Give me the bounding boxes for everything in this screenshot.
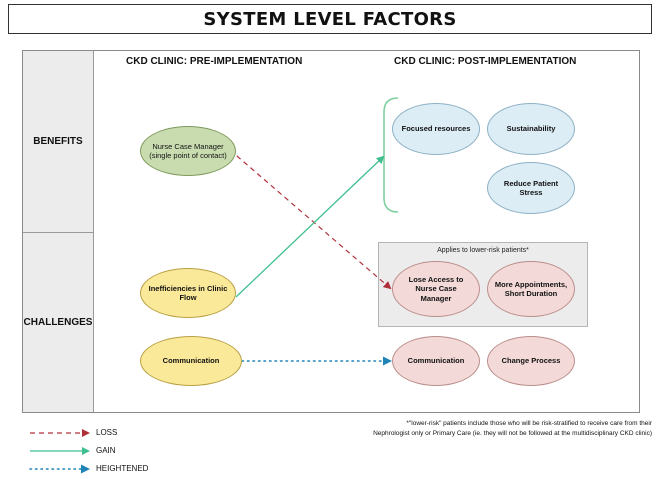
node-label: Lose Access to Nurse Case Manager bbox=[408, 274, 464, 303]
legend-heightened-label: HEIGHTENED bbox=[96, 464, 149, 473]
node-communication-post: Communication bbox=[392, 336, 480, 386]
legend-gain-label: GAIN bbox=[96, 446, 116, 455]
node-change-process: Change Process bbox=[487, 336, 575, 386]
row-header-benefits: BENEFITS bbox=[22, 50, 94, 232]
node-label: Sustainability bbox=[506, 124, 556, 134]
loss-connector bbox=[229, 149, 392, 290]
node-label: Reduce Patient Stress bbox=[503, 178, 559, 197]
node-inefficiencies-clinic-flow: Inefficiencies in Clinic Flow bbox=[140, 268, 236, 318]
node-focused-resources: Focused resources bbox=[392, 103, 480, 155]
legend-loss-label: LOSS bbox=[96, 428, 118, 437]
footnote-line-2: Nephrologist only or Primary Care (ie. t… bbox=[373, 430, 652, 438]
node-reduce-patient-stress: Reduce Patient Stress bbox=[487, 162, 575, 214]
node-more-appointments: More Appointments, Short Duration bbox=[487, 261, 575, 317]
node-label: Nurse Case Manager (single point of cont… bbox=[149, 141, 227, 160]
node-sustainability: Sustainability bbox=[487, 103, 575, 155]
row-label-challenges: CHALLENGES bbox=[23, 317, 93, 328]
footnote: *"lower-risk" patients include those who… bbox=[312, 419, 652, 439]
node-lose-access-nurse-case-manager: Lose Access to Nurse Case Manager bbox=[392, 261, 480, 317]
node-communication-pre: Communication bbox=[140, 336, 242, 386]
title-text: SYSTEM LEVEL FACTORS bbox=[203, 8, 457, 30]
node-label: More Appointments, Short Duration bbox=[494, 279, 568, 298]
node-nurse-case-manager: Nurse Case Manager (single point of cont… bbox=[140, 126, 236, 176]
node-label: Communication bbox=[407, 356, 465, 366]
column-header-post: CKD CLINIC: POST-IMPLEMENTATION bbox=[394, 56, 577, 67]
footnote-line-1: *"lower-risk" patients include those who… bbox=[406, 420, 652, 427]
node-label: Change Process bbox=[501, 356, 561, 366]
node-label: Inefficiencies in Clinic Flow bbox=[148, 283, 228, 302]
column-header-pre: CKD CLINIC: PRE-IMPLEMENTATION bbox=[126, 56, 303, 67]
node-label: Focused resources bbox=[401, 124, 471, 134]
node-label: Communication bbox=[162, 356, 220, 366]
row-label-benefits: BENEFITS bbox=[33, 136, 83, 147]
benefits-group-brace bbox=[383, 97, 399, 213]
page-title: SYSTEM LEVEL FACTORS bbox=[8, 4, 652, 34]
row-header-challenges: CHALLENGES bbox=[22, 232, 94, 413]
lower-risk-caption: Applies to lower-risk patients* bbox=[437, 247, 529, 254]
gain-connector bbox=[235, 155, 385, 298]
